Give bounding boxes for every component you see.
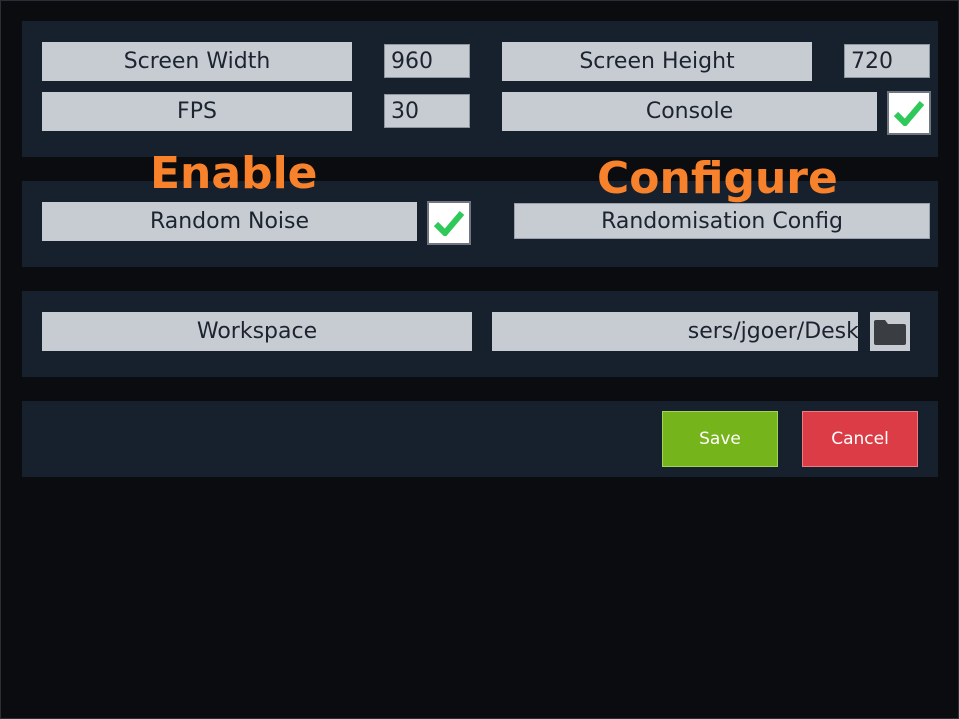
save-button[interactable]: Save [662,411,778,467]
random-noise-label: Random Noise [42,202,417,241]
checkmark-icon [894,101,924,126]
screen-height-label: Screen Height [502,42,812,81]
folder-icon [874,319,906,345]
enable-heading: Enable [150,148,318,199]
actions-panel [22,401,938,477]
console-checkbox[interactable] [887,91,931,135]
random-noise-checkbox[interactable] [427,201,471,245]
screen-height-input[interactable]: 720 [844,44,930,78]
workspace-label: Workspace [42,312,472,351]
screen-width-label: Screen Width [42,42,352,81]
workspace-path-field[interactable]: sers/jgoer/Desktop/RoboticsWorks [492,312,858,351]
checkmark-icon [434,211,464,236]
cancel-button[interactable]: Cancel [802,411,918,467]
console-label: Console [502,92,877,131]
fps-input[interactable]: 30 [384,94,470,128]
randomisation-config-button[interactable]: Randomisation Config [514,203,930,239]
browse-folder-button[interactable] [870,312,910,351]
screen-width-input[interactable]: 960 [384,44,470,78]
fps-label: FPS [42,92,352,131]
workspace-path-text: sers/jgoer/Desktop/RoboticsWorks [687,319,858,344]
configure-heading: Configure [597,153,838,204]
